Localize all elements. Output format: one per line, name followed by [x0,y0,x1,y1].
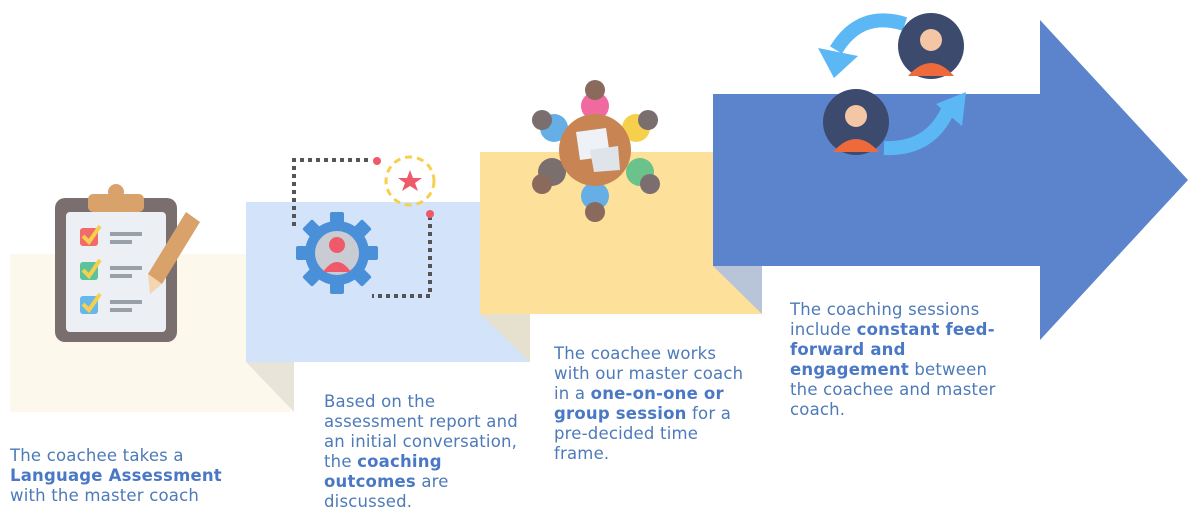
step3-text-bold: one-on-one or group session [554,384,724,423]
step2-description: Based on the assessment report and an in… [324,392,524,512]
step4-fold [713,266,762,314]
step4-text-pre: The coaching sessions include [790,300,980,339]
step3-fold [480,314,530,362]
step4-text-post: between the coachee and master coach. [790,360,996,419]
step2-text-post: are discussed. [324,472,449,511]
step3-description: The coachee works with our master coach … [554,344,744,464]
step2-text-pre: Based on the assessment report and an in… [324,392,518,471]
step1-text-pre: The coachee takes a [10,446,184,465]
step4-text-bold: constant feed-forward and engagement [790,320,995,379]
step2-fold [246,362,294,412]
step2-text-bold: coaching outcomes [324,452,442,491]
step1-text-bold: Language Assessment [10,466,222,485]
step1-description: The coachee takes a Language Assessment … [10,446,250,506]
step1-text-post: with the master coach [10,486,200,505]
step3-text-post: for a pre-decided time frame. [554,404,732,463]
step4-description: The coaching sessions include constant f… [790,300,1005,420]
step3-text-pre: The coachee works with our master coach … [554,344,744,403]
